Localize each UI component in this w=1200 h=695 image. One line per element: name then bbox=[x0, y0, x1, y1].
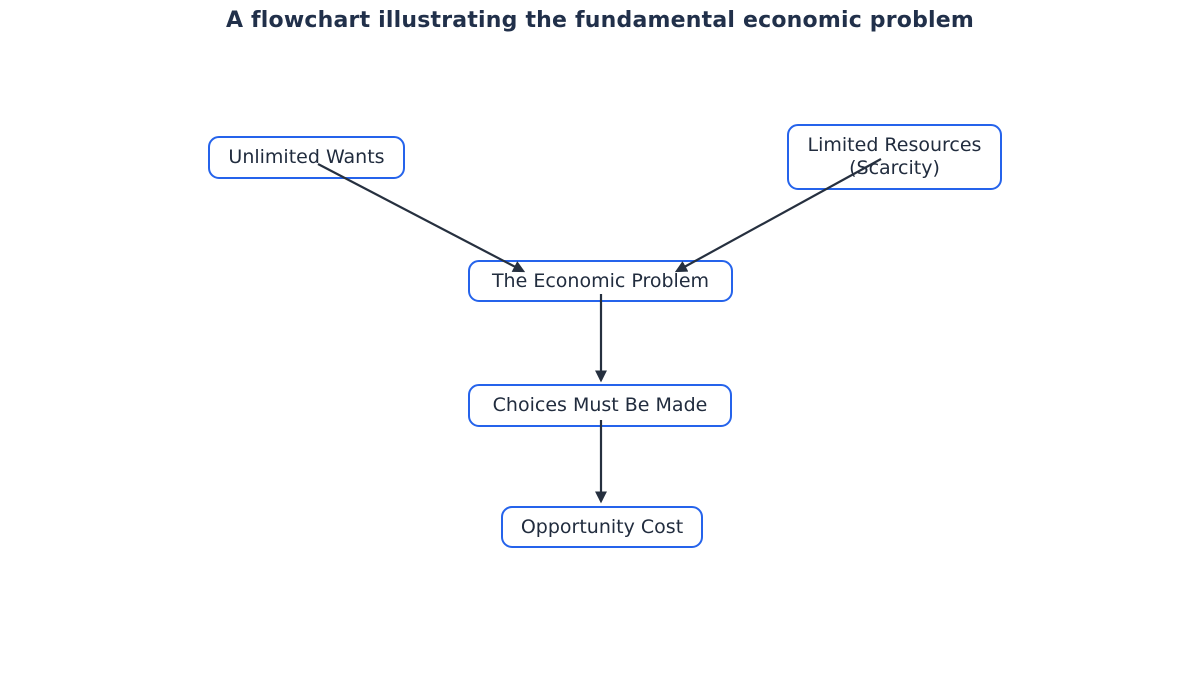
node-economic-problem: The Economic Problem bbox=[468, 260, 733, 302]
node-unlimited-wants: Unlimited Wants bbox=[208, 136, 405, 179]
node-choices-must-be-made: Choices Must Be Made bbox=[468, 384, 732, 427]
diagram-title: A flowchart illustrating the fundamental… bbox=[225, 8, 975, 33]
edge-unlimited-wants-to-economic-problem bbox=[317, 163, 526, 273]
node-opportunity-cost: Opportunity Cost bbox=[501, 506, 703, 548]
node-limited-resources: Limited Resources (Scarcity) bbox=[787, 124, 1002, 190]
